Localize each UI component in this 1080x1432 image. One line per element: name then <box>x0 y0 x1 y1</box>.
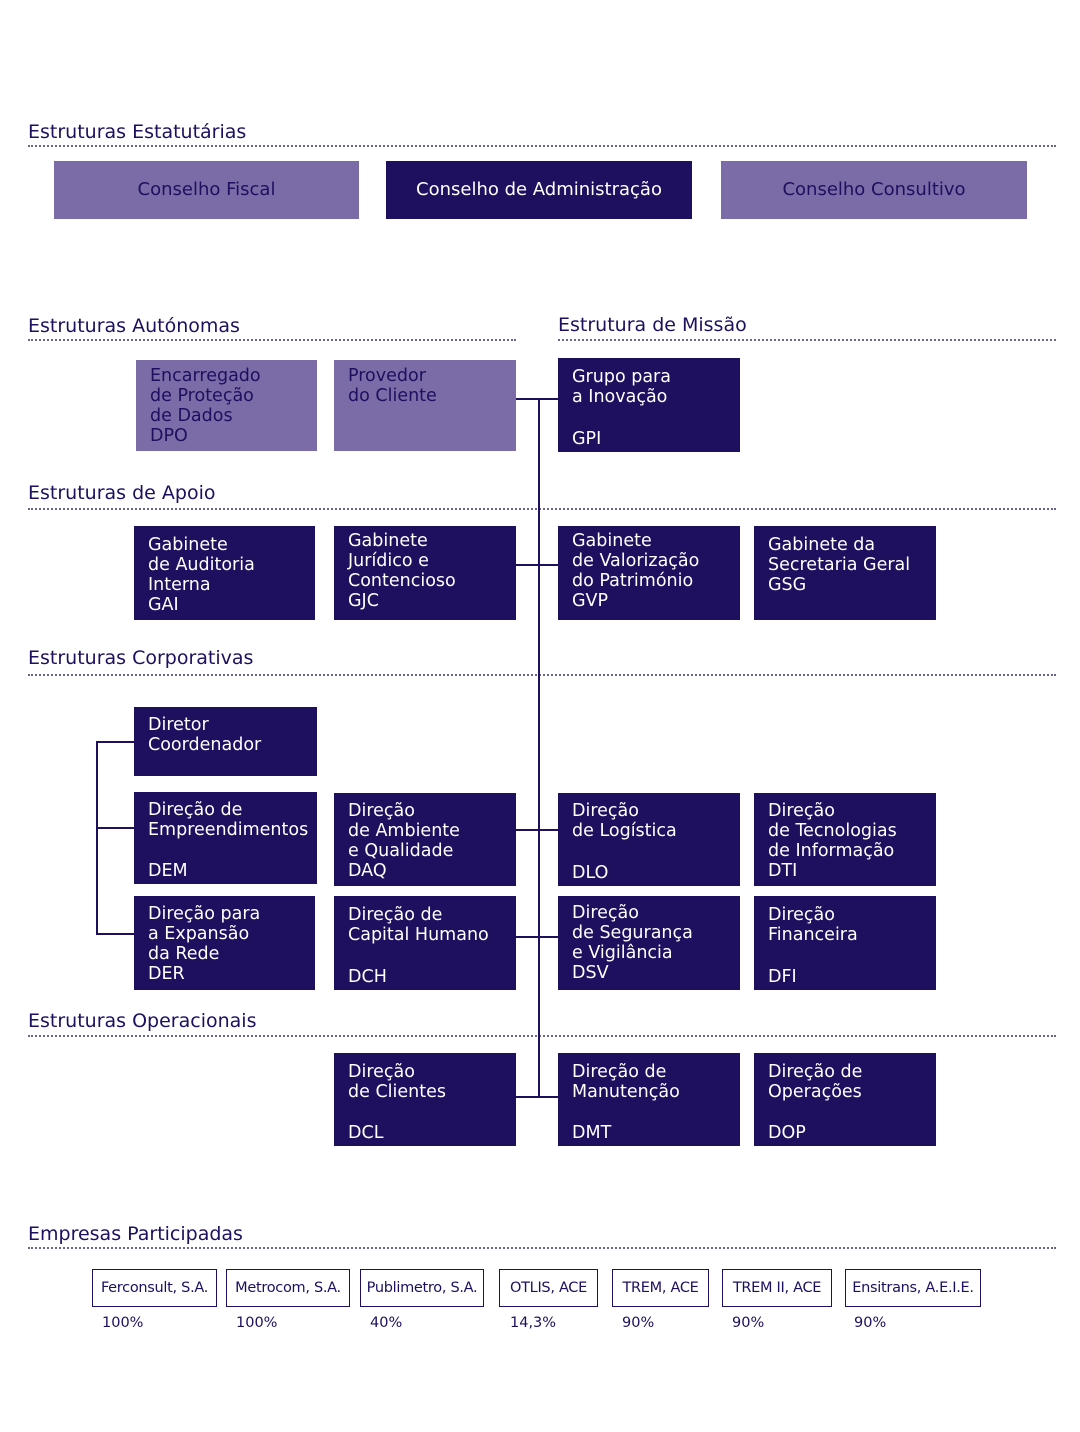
company-publimetro[interactable]: Publimetro, S.A. <box>360 1269 484 1307</box>
company-share: 90% <box>854 1315 887 1331</box>
company-ferconsult[interactable]: Ferconsult, S.A. <box>92 1269 217 1307</box>
gjc-label: Gabinete Jurídico e Contencioso GJC <box>348 531 456 611</box>
section-divider <box>28 1035 1056 1037</box>
gpi-code: GPI <box>572 429 602 449</box>
gpi-label: Grupo para a Inovação <box>572 367 671 407</box>
section-header-estatutarias: Estruturas Estatutárias <box>28 121 247 143</box>
company-name: Ferconsult, S.A. <box>100 1280 209 1296</box>
daq-label: Direção de Ambiente e Qualidade DAQ <box>348 801 460 881</box>
conselho-consultivo-label: Conselho Consultivo <box>782 179 966 200</box>
der-box[interactable]: Direção para a Expansão da Rede DER <box>134 896 315 990</box>
dlo-label: Direção de Logística <box>572 801 677 841</box>
section-header-operacionais: Estruturas Operacionais <box>28 1010 257 1032</box>
conselho-consultivo-box[interactable]: Conselho Consultivo <box>721 161 1027 219</box>
connector-der <box>96 933 134 935</box>
connector-left-bracket <box>96 741 98 935</box>
section-header-corporativas: Estruturas Corporativas <box>28 647 254 669</box>
connector-dch-dsv <box>516 936 558 938</box>
der-label: Direção para a Expansão da Rede DER <box>148 904 261 984</box>
dop-label: Direção de Operações <box>768 1062 863 1102</box>
section-header-autonomas: Estruturas Autónomas <box>28 315 240 337</box>
dti-box[interactable]: Direção de Tecnologias de Informação DTI <box>754 793 936 886</box>
company-ensitrans[interactable]: Ensitrans, A.E.I.E. <box>845 1269 981 1307</box>
gai-label: Gabinete de Auditoria Interna GAI <box>148 535 255 615</box>
section-divider <box>28 339 516 341</box>
dlo-code: DLO <box>572 863 609 883</box>
dsv-label: Direção de Segurança e Vigilância DSV <box>572 903 693 983</box>
dch-label: Direção de Capital Humano <box>348 905 489 945</box>
company-trem[interactable]: TREM, ACE <box>612 1269 709 1307</box>
gvp-label: Gabinete de Valorização do Património GV… <box>572 531 700 611</box>
company-name: TREM II, ACE <box>732 1280 822 1296</box>
company-name: OTLIS, ACE <box>510 1280 587 1296</box>
dem-label: Direção de Empreendimentos <box>148 800 309 840</box>
daq-box[interactable]: Direção de Ambiente e Qualidade DAQ <box>334 793 516 886</box>
dem-code: DEM <box>148 861 188 881</box>
dmt-code: DMT <box>572 1123 612 1143</box>
section-divider <box>28 674 1056 676</box>
section-divider <box>558 339 1056 341</box>
section-header-missao: Estrutura de Missão <box>558 314 747 336</box>
gsg-box[interactable]: Gabinete da Secretaria Geral GSG <box>754 526 936 620</box>
company-share: 100% <box>236 1315 278 1331</box>
section-divider <box>28 1247 1056 1249</box>
company-share: 90% <box>732 1315 765 1331</box>
company-name: TREM, ACE <box>622 1280 699 1296</box>
company-name: Metrocom, S.A. <box>235 1280 341 1296</box>
company-trem-ii[interactable]: TREM II, ACE <box>722 1269 832 1307</box>
company-share: 90% <box>622 1315 655 1331</box>
company-metrocom[interactable]: Metrocom, S.A. <box>226 1269 350 1307</box>
diretor-coordenador-box[interactable]: Diretor Coordenador <box>134 707 317 776</box>
company-otlis[interactable]: OTLIS, ACE <box>499 1269 598 1307</box>
section-divider <box>28 145 1056 147</box>
section-header-participadas: Empresas Participadas <box>28 1223 243 1245</box>
connector-gjc-gvp <box>516 564 558 566</box>
company-name: Ensitrans, A.E.I.E. <box>852 1280 974 1296</box>
provedor-box[interactable]: Provedor do Cliente <box>334 360 516 451</box>
company-share: 40% <box>370 1315 403 1331</box>
dti-label: Direção de Tecnologias de Informação DTI <box>768 801 897 881</box>
connector-daq-dlo <box>516 829 558 831</box>
section-header-apoio: Estruturas de Apoio <box>28 482 216 504</box>
conselho-fiscal-label: Conselho Fiscal <box>137 179 276 200</box>
conselho-fiscal-box[interactable]: Conselho Fiscal <box>54 161 359 219</box>
dch-code: DCH <box>348 967 387 987</box>
connector-vertical-main <box>538 398 540 1098</box>
gai-box[interactable]: Gabinete de Auditoria Interna GAI <box>134 526 315 620</box>
dfi-label: Direção Financeira <box>768 905 858 945</box>
dpo-label: Encarregado de Proteção de Dados DPO <box>150 366 261 446</box>
gvp-box[interactable]: Gabinete de Valorização do Património GV… <box>558 526 740 620</box>
dsv-box[interactable]: Direção de Segurança e Vigilância DSV <box>558 896 740 990</box>
dop-code: DOP <box>768 1123 806 1143</box>
dcl-code: DCL <box>348 1123 384 1143</box>
connector-provedor-gpi <box>516 398 558 400</box>
gjc-box[interactable]: Gabinete Jurídico e Contencioso GJC <box>334 526 516 620</box>
company-share: 14,3% <box>510 1315 557 1331</box>
dmt-label: Direção de Manutenção <box>572 1062 680 1102</box>
dcl-label: Direção de Clientes <box>348 1062 446 1102</box>
dpo-box[interactable]: Encarregado de Proteção de Dados DPO <box>136 360 317 451</box>
gsg-label: Gabinete da Secretaria Geral GSG <box>768 535 911 595</box>
provedor-label: Provedor do Cliente <box>348 366 437 406</box>
dfi-code: DFI <box>768 967 797 987</box>
conselho-administracao-label: Conselho de Administração <box>416 179 662 200</box>
connector-dem <box>96 827 134 829</box>
connector-dcl-dmt <box>516 1096 558 1098</box>
diretor-coordenador-label: Diretor Coordenador <box>148 715 262 755</box>
company-share: 100% <box>102 1315 144 1331</box>
section-divider <box>28 508 1056 510</box>
company-name: Publimetro, S.A. <box>366 1280 478 1296</box>
connector-diretor <box>96 741 134 743</box>
conselho-administracao-box[interactable]: Conselho de Administração <box>386 161 692 219</box>
